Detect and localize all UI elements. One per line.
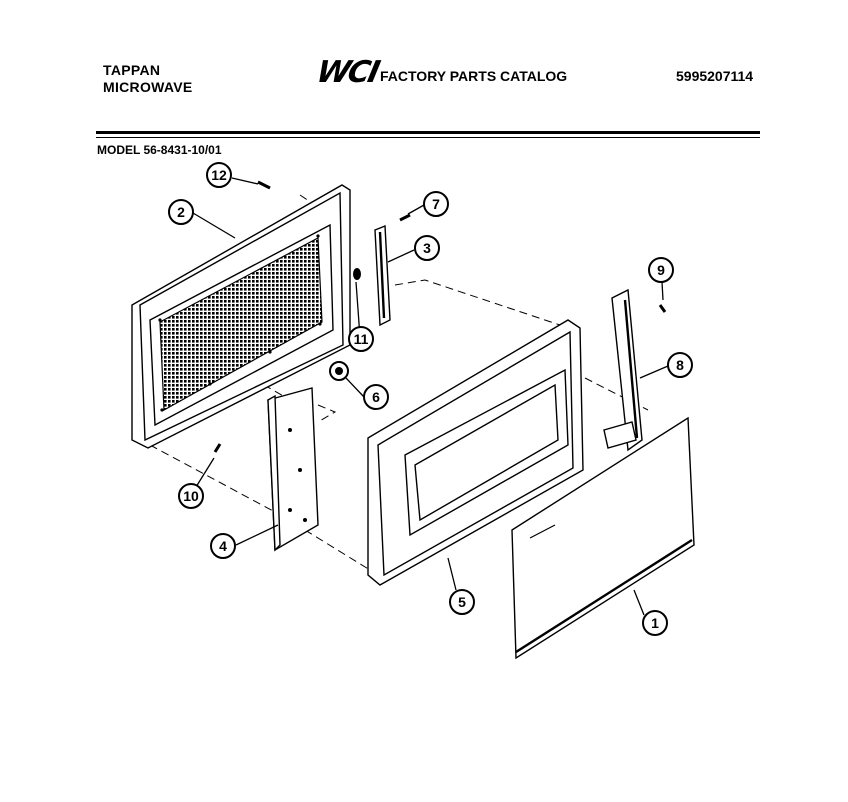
svg-text:4: 4 bbox=[219, 538, 227, 554]
svg-text:5: 5 bbox=[458, 594, 466, 610]
callout-5: 5 bbox=[449, 589, 475, 615]
svg-text:6: 6 bbox=[372, 389, 380, 405]
door-frame-part bbox=[131, 184, 351, 449]
svg-text:8: 8 bbox=[676, 357, 684, 373]
svg-text:3: 3 bbox=[423, 240, 431, 256]
callout-12: 12 bbox=[206, 162, 232, 188]
callout-9: 9 bbox=[648, 257, 674, 283]
svg-text:1: 1 bbox=[651, 615, 659, 631]
mesh-screen bbox=[159, 237, 323, 411]
brand-name: TAPPAN bbox=[103, 62, 161, 78]
latch-knob-part bbox=[329, 361, 349, 381]
svg-text:10: 10 bbox=[183, 488, 199, 504]
callout-10: 10 bbox=[178, 483, 204, 509]
callout-1: 1 bbox=[642, 610, 668, 636]
outer-glass-panel-part bbox=[511, 416, 695, 660]
callout-11: 11 bbox=[348, 326, 374, 352]
callout-6: 6 bbox=[363, 384, 389, 410]
header-rule-thin bbox=[96, 137, 760, 138]
svg-text:2: 2 bbox=[177, 204, 185, 220]
catalog-part-number: 5995207114 bbox=[676, 68, 754, 84]
product-type: MICROWAVE bbox=[103, 79, 193, 95]
callout-7: 7 bbox=[423, 191, 449, 217]
svg-text:12: 12 bbox=[211, 167, 227, 183]
catalog-title: FACTORY PARTS CATALOG bbox=[380, 68, 568, 84]
door-panel-part bbox=[367, 319, 584, 586]
choke-part bbox=[353, 268, 361, 280]
hinge-bracket-part bbox=[267, 387, 319, 552]
model-number: MODEL 56-8431-10/01 bbox=[97, 143, 222, 157]
callout-4: 4 bbox=[210, 533, 236, 559]
svg-text:11: 11 bbox=[354, 331, 369, 347]
callout-8: 8 bbox=[667, 352, 693, 378]
header-rule-thick bbox=[96, 131, 760, 134]
screws bbox=[213, 180, 667, 453]
svg-text:7: 7 bbox=[432, 196, 440, 212]
callout-3: 3 bbox=[414, 235, 440, 261]
callout-2: 2 bbox=[168, 199, 194, 225]
svg-text:9: 9 bbox=[657, 262, 665, 278]
hinge-top-part bbox=[374, 224, 391, 327]
hinge-right-part bbox=[603, 288, 643, 452]
leader-lines bbox=[192, 177, 669, 616]
